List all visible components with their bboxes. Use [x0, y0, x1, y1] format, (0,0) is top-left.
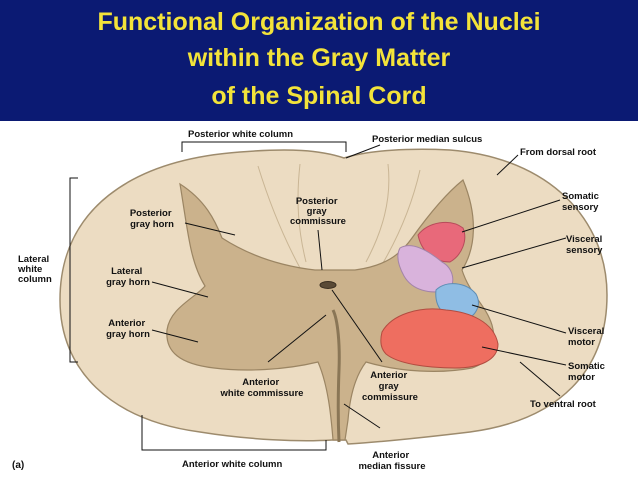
label-figure-tag: (a) [12, 460, 24, 471]
somatic-motor-region [380, 308, 499, 369]
label-posterior-gray-horn: Posterior gray horn [130, 208, 174, 230]
label-posterior-gray-commissure: Posterior gray commissure [290, 196, 346, 227]
label-from-dorsal-root: From dorsal root [520, 147, 597, 158]
spinal-cord-diagram: Posterior white column Posterior median … [12, 129, 608, 472]
label-anterior-gray-horn: Anterior gray horn [106, 318, 150, 340]
title-line-3: of the Spinal Cord [211, 82, 427, 110]
label-anterior-median-fissure: Anterior median fissure [358, 450, 425, 472]
title-line-1: Functional Organization of the Nuclei [97, 8, 541, 36]
label-posterior-median-sulcus: Posterior median sulcus [372, 134, 482, 145]
label-lateral-white-column: Lateral white column [17, 254, 52, 285]
white-matter-divisions [257, 163, 421, 269]
anterior-white-column-bracket [141, 415, 327, 451]
label-somatic-sensory: Somatic sensory [562, 191, 602, 213]
anterior-median-fissure [331, 309, 341, 443]
label-posterior-white-column: Posterior white column [188, 129, 293, 140]
title-bar: Functional Organization of the Nuclei wi… [0, 0, 638, 121]
label-anterior-gray-commissure: Anterior gray commissure [362, 370, 418, 403]
label-anterior-white-column: Anterior white column [182, 459, 282, 470]
gray-matter [166, 179, 495, 441]
central-canal [319, 281, 337, 289]
label-somatic-motor: Somatic motor [568, 361, 608, 383]
leader-lines [151, 144, 567, 429]
posterior-white-column-bracket [181, 141, 347, 152]
label-lateral-gray-horn: Lateral gray horn [106, 266, 150, 288]
label-visceral-motor: Visceral motor [568, 326, 607, 348]
label-visceral-sensory: Visceral sensory [566, 234, 605, 256]
label-to-ventral-root: To ventral root [530, 399, 597, 410]
label-anterior-white-commissure: Anterior white commissure [220, 377, 304, 399]
lateral-white-column-bracket [69, 177, 78, 363]
title-line-2: within the Gray Matter [187, 44, 451, 72]
